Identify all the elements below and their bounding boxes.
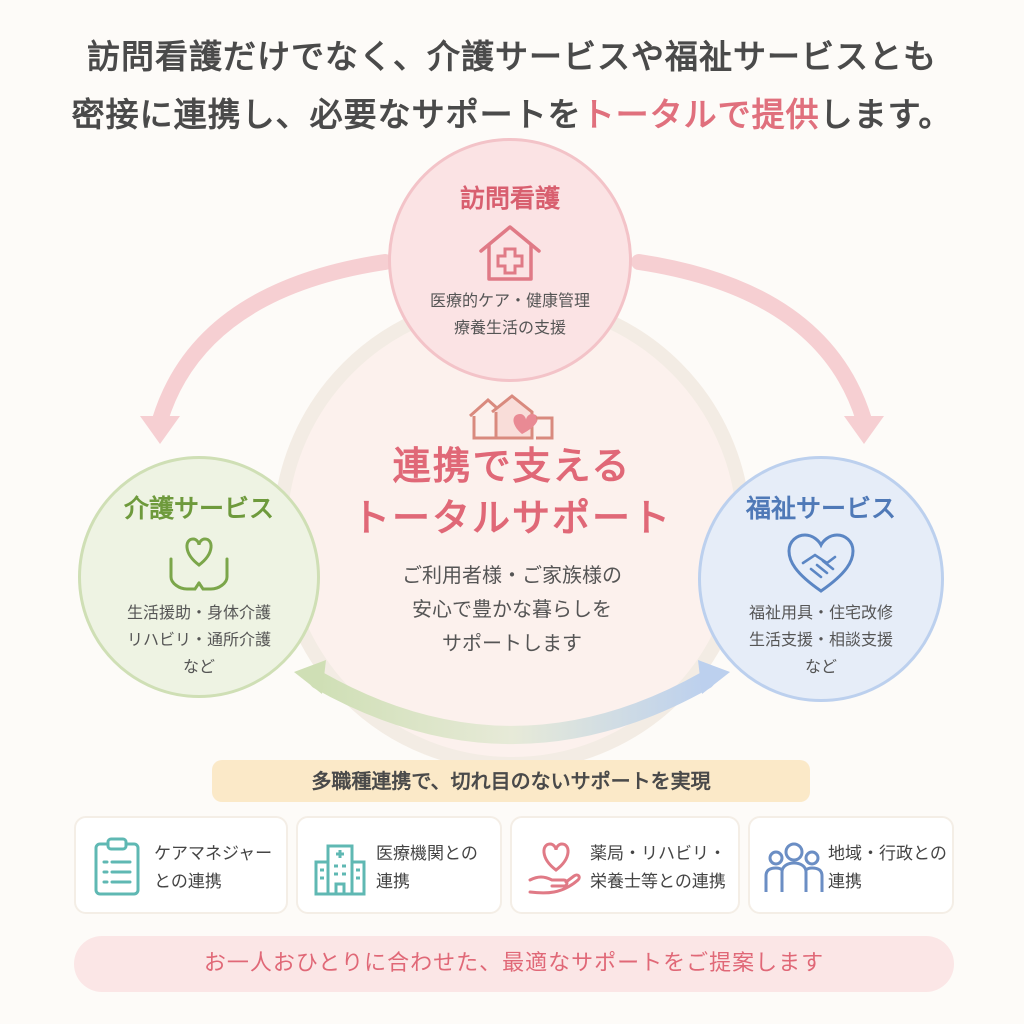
headline-accent: トータルで提供 — [581, 95, 820, 134]
headline: 訪問看護だけでなく、介護サービスや福祉サービスとも 密接に連携し、必要なサポート… — [0, 28, 1024, 144]
circle-desc-welfare-service: 福祉用具・住宅改修 生活支援・相談支援 など — [701, 599, 941, 680]
circle-desc-care-service-3: など — [182, 657, 215, 676]
center-desc-line-2: 安心で豊かな暮らしを — [412, 597, 612, 621]
circle-desc-care-service: 生活援助・身体介護 リハビリ・通所介護 など — [81, 599, 317, 680]
circle-desc-care-service-1: 生活援助・身体介護 — [126, 603, 271, 622]
houses-heart-icon — [469, 394, 554, 440]
arrow-top-to-right — [631, 254, 872, 428]
center-desc-line-1: ご利用者様・ご家族様の — [402, 563, 622, 587]
headline-line-2: 密接に連携し、必要なサポートをトータルで提供します。 — [0, 86, 1024, 144]
arrow-head-bottom-left — [294, 660, 326, 694]
home-medical-icon — [479, 225, 541, 281]
circle-home-nursing: 訪問看護 医療的ケア・健康管理 療養生活の支援 — [388, 138, 632, 382]
heart-hand-icon — [528, 842, 581, 895]
headline-line-2-before: 密接に連携し、必要なサポートを — [71, 95, 582, 134]
card-text-pharmacy-rehab: 薬局・リハビリ・ 栄養士等との連携 — [590, 844, 726, 892]
circle-title-care-service: 介護サービス — [123, 494, 274, 523]
circle-desc-welfare-service-3: など — [804, 657, 837, 676]
card-pharmacy-rehab: 薬局・リハビリ・ 栄養士等との連携 — [510, 816, 740, 914]
clipboard-icon — [94, 837, 140, 896]
arrow-bottom — [309, 671, 715, 744]
arrow-head-bottom-right — [698, 660, 730, 694]
card-text-medical-institution: 医療機関との 連携 — [376, 844, 478, 892]
circle-desc-welfare-service-1: 福祉用具・住宅改修 — [748, 603, 893, 622]
circle-title-home-nursing: 訪問看護 — [459, 184, 560, 213]
circle-title-welfare-service: 福祉サービス — [745, 494, 896, 523]
headline-line-2-after: します。 — [819, 95, 953, 134]
handshake-heart-icon — [787, 533, 855, 593]
card-medical-institution: 医療機関との 連携 — [296, 816, 502, 914]
arrow-head-left — [140, 416, 180, 444]
center-desc: ご利用者様・ご家族様の 安心で豊かな暮らしを サポートします — [292, 558, 732, 660]
center-title-line-2: トータルサポート — [351, 496, 672, 540]
card-text-care-manager: ケアマネジャー との連携 — [154, 844, 273, 892]
card-community-government: 地域・行政との 連携 — [748, 816, 954, 914]
card-text-community-government: 地域・行政との 連携 — [828, 844, 947, 892]
headline-line-1: 訪問看護だけでなく、介護サービスや福祉サービスとも — [87, 37, 937, 76]
card-care-manager: ケアマネジャー との連携 — [74, 816, 288, 914]
center-title: 連携で支える トータルサポート — [292, 440, 732, 544]
people-group-icon — [764, 842, 824, 892]
circle-desc-home-nursing-2: 療養生活の支援 — [453, 318, 566, 337]
circle-welfare-service: 福祉サービス 福祉用具・住宅改修 生活支援・相談支援 など — [698, 456, 944, 702]
collaboration-cards: ケアマネジャー との連携 医療機関との 連携 薬局・リハビリ・ 栄養士等との連携… — [74, 816, 954, 916]
circle-desc-welfare-service-2: 生活支援・相談支援 — [748, 630, 893, 649]
hands-heart-icon — [169, 537, 229, 591]
center-desc-line-3: サポートします — [442, 631, 582, 655]
circle-care-service: 介護サービス 生活援助・身体介護 リハビリ・通所介護 など — [78, 456, 320, 698]
hospital-building-icon — [314, 844, 366, 896]
center-block: 連携で支える トータルサポート ご利用者様・ご家族様の 安心で豊かな暮らしを サ… — [292, 392, 732, 660]
arrow-head-right — [844, 416, 884, 444]
center-title-line-1: 連携で支える — [392, 444, 632, 488]
multidisciplinary-banner: 多職種連携で、切れ目のないサポートを実現 — [212, 760, 810, 802]
arrow-top-to-left — [152, 254, 393, 428]
circle-desc-care-service-2: リハビリ・通所介護 — [126, 630, 271, 649]
circle-desc-home-nursing-1: 医療的ケア・健康管理 — [429, 291, 590, 310]
circle-desc-home-nursing: 医療的ケア・健康管理 療養生活の支援 — [391, 287, 629, 341]
footer-message: お一人おひとりに合わせた、最適なサポートをご提案します — [74, 936, 954, 992]
